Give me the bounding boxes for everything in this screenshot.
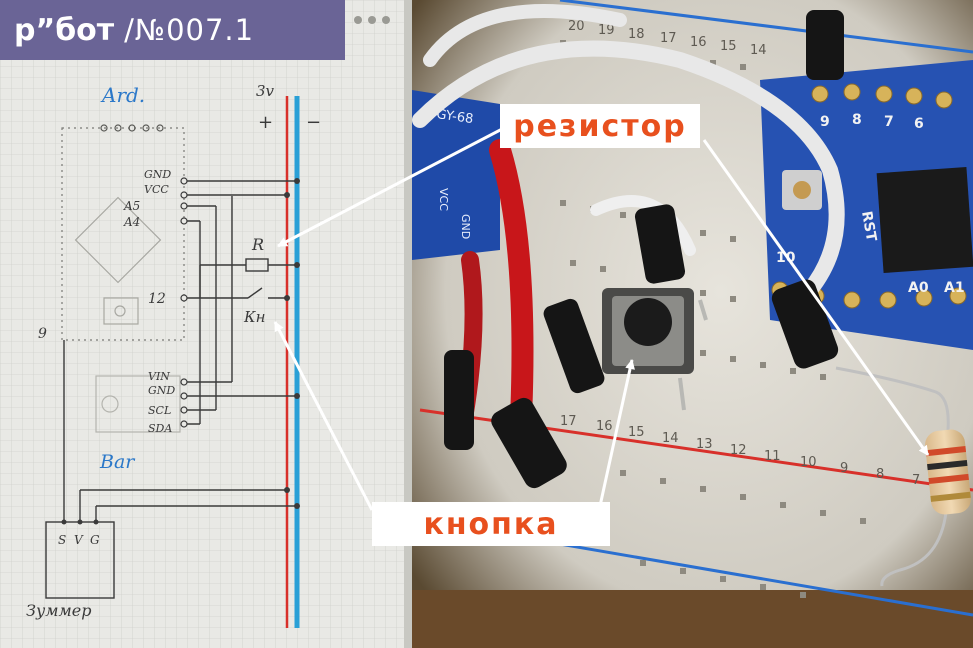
resistor-component bbox=[835, 366, 971, 587]
bb-num-19: 19 bbox=[598, 23, 615, 38]
buzzer-pin-v: V bbox=[74, 533, 84, 547]
label-supply: 3v bbox=[256, 82, 275, 100]
pin-label-gnd-top: GND bbox=[144, 168, 171, 181]
label-minus: − bbox=[306, 112, 321, 133]
label-bar: Bar bbox=[99, 451, 136, 473]
bb-num-8: 8 bbox=[876, 467, 884, 482]
bb-num-15-low: 15 bbox=[628, 425, 645, 440]
brand-logo-text: р”бот bbox=[14, 12, 115, 48]
label-resistor-r: R bbox=[251, 235, 264, 254]
silk-a0: A0 bbox=[908, 280, 929, 296]
pin-label-vin: VIN bbox=[148, 370, 170, 383]
label-ard: Ard. bbox=[100, 83, 145, 107]
pin-label-sda: SDA bbox=[148, 422, 172, 435]
pin-label-scl: SCL bbox=[148, 404, 171, 417]
label-buzzer: Зуммер bbox=[26, 601, 92, 620]
bb-num-11: 11 bbox=[764, 449, 781, 464]
schematic-wires bbox=[45, 180, 297, 599]
buzzer-pin-s: S bbox=[58, 533, 66, 547]
callout-resistor-text: резистор bbox=[513, 108, 687, 144]
bb-num-13: 13 bbox=[696, 437, 713, 452]
notebook-panel: Ard. 3v + − GND VCC A5 A4 12 9 R Кн VIN … bbox=[0, 0, 412, 648]
arrow-resistor-schematic bbox=[277, 126, 505, 248]
silk-7: 7 bbox=[884, 114, 894, 130]
silk-a1: A1 bbox=[944, 280, 965, 296]
mcu-chip bbox=[876, 166, 973, 274]
bb-num-9: 9 bbox=[840, 461, 848, 476]
jumper-connectors bbox=[444, 10, 844, 489]
bb-num-16: 16 bbox=[690, 35, 707, 50]
notebook-edge bbox=[404, 0, 412, 648]
bb-num-18: 18 bbox=[628, 27, 645, 42]
photo-rail-blue-top bbox=[559, 0, 973, 54]
bb-num-20: 20 bbox=[568, 19, 585, 34]
callout-button: кнопка bbox=[372, 502, 610, 546]
silk-9: 9 bbox=[820, 114, 830, 130]
pin-label-12: 12 bbox=[148, 291, 166, 307]
notebook-grid bbox=[0, 0, 408, 648]
bb-num-12: 12 bbox=[730, 443, 747, 458]
silk-6: 6 bbox=[914, 116, 924, 132]
bb-num-10: 10 bbox=[800, 455, 817, 470]
spiral-holes bbox=[354, 16, 390, 24]
bb-num-17-low: 17 bbox=[560, 414, 577, 429]
buzzer-pin-g: G bbox=[90, 533, 100, 547]
pin-label-9: 9 bbox=[38, 326, 47, 342]
arrow-button-photo bbox=[598, 359, 635, 507]
episode-code: /№007.1 bbox=[124, 13, 255, 47]
tactile-button bbox=[602, 288, 708, 411]
wood-table bbox=[412, 590, 973, 648]
silk-vcc: VCC bbox=[437, 188, 450, 211]
bb-num-17: 17 bbox=[660, 31, 677, 46]
silk-rst: RST bbox=[858, 210, 879, 243]
schematic-nodes bbox=[61, 178, 300, 525]
sensor-board-gy68: GY-68 GND VCC bbox=[412, 90, 500, 260]
bb-num-14: 14 bbox=[750, 43, 767, 58]
pin-circles bbox=[180, 177, 188, 428]
bb-num-15: 15 bbox=[720, 39, 737, 54]
pin-label-a4: A4 bbox=[123, 215, 140, 229]
arduino-header-dots bbox=[100, 124, 164, 132]
silk-gnd: GND bbox=[459, 214, 472, 239]
label-button-kn: Кн bbox=[243, 308, 266, 326]
title-bar: р”бот /№007.1 bbox=[0, 0, 345, 60]
callout-resistor: резистор bbox=[500, 104, 700, 148]
bb-num-14-low: 14 bbox=[662, 431, 679, 446]
arduino-outline bbox=[61, 127, 185, 433]
arrow-button-schematic bbox=[273, 321, 374, 511]
silk-8: 8 bbox=[852, 112, 862, 128]
pin-label-a5: A5 bbox=[123, 199, 140, 213]
callout-button-text: кнопка bbox=[423, 506, 559, 542]
pin-label-gnd-bottom: GND bbox=[148, 384, 175, 397]
pin-label-vcc: VCC bbox=[144, 183, 169, 196]
callout-arrows bbox=[273, 126, 930, 511]
bb-num-7: 7 bbox=[912, 473, 920, 488]
arrow-resistor-photo bbox=[702, 139, 930, 456]
label-plus: + bbox=[258, 112, 273, 133]
bb-num-16-low: 16 bbox=[596, 419, 613, 434]
silk-gy68: GY-68 bbox=[435, 107, 474, 127]
